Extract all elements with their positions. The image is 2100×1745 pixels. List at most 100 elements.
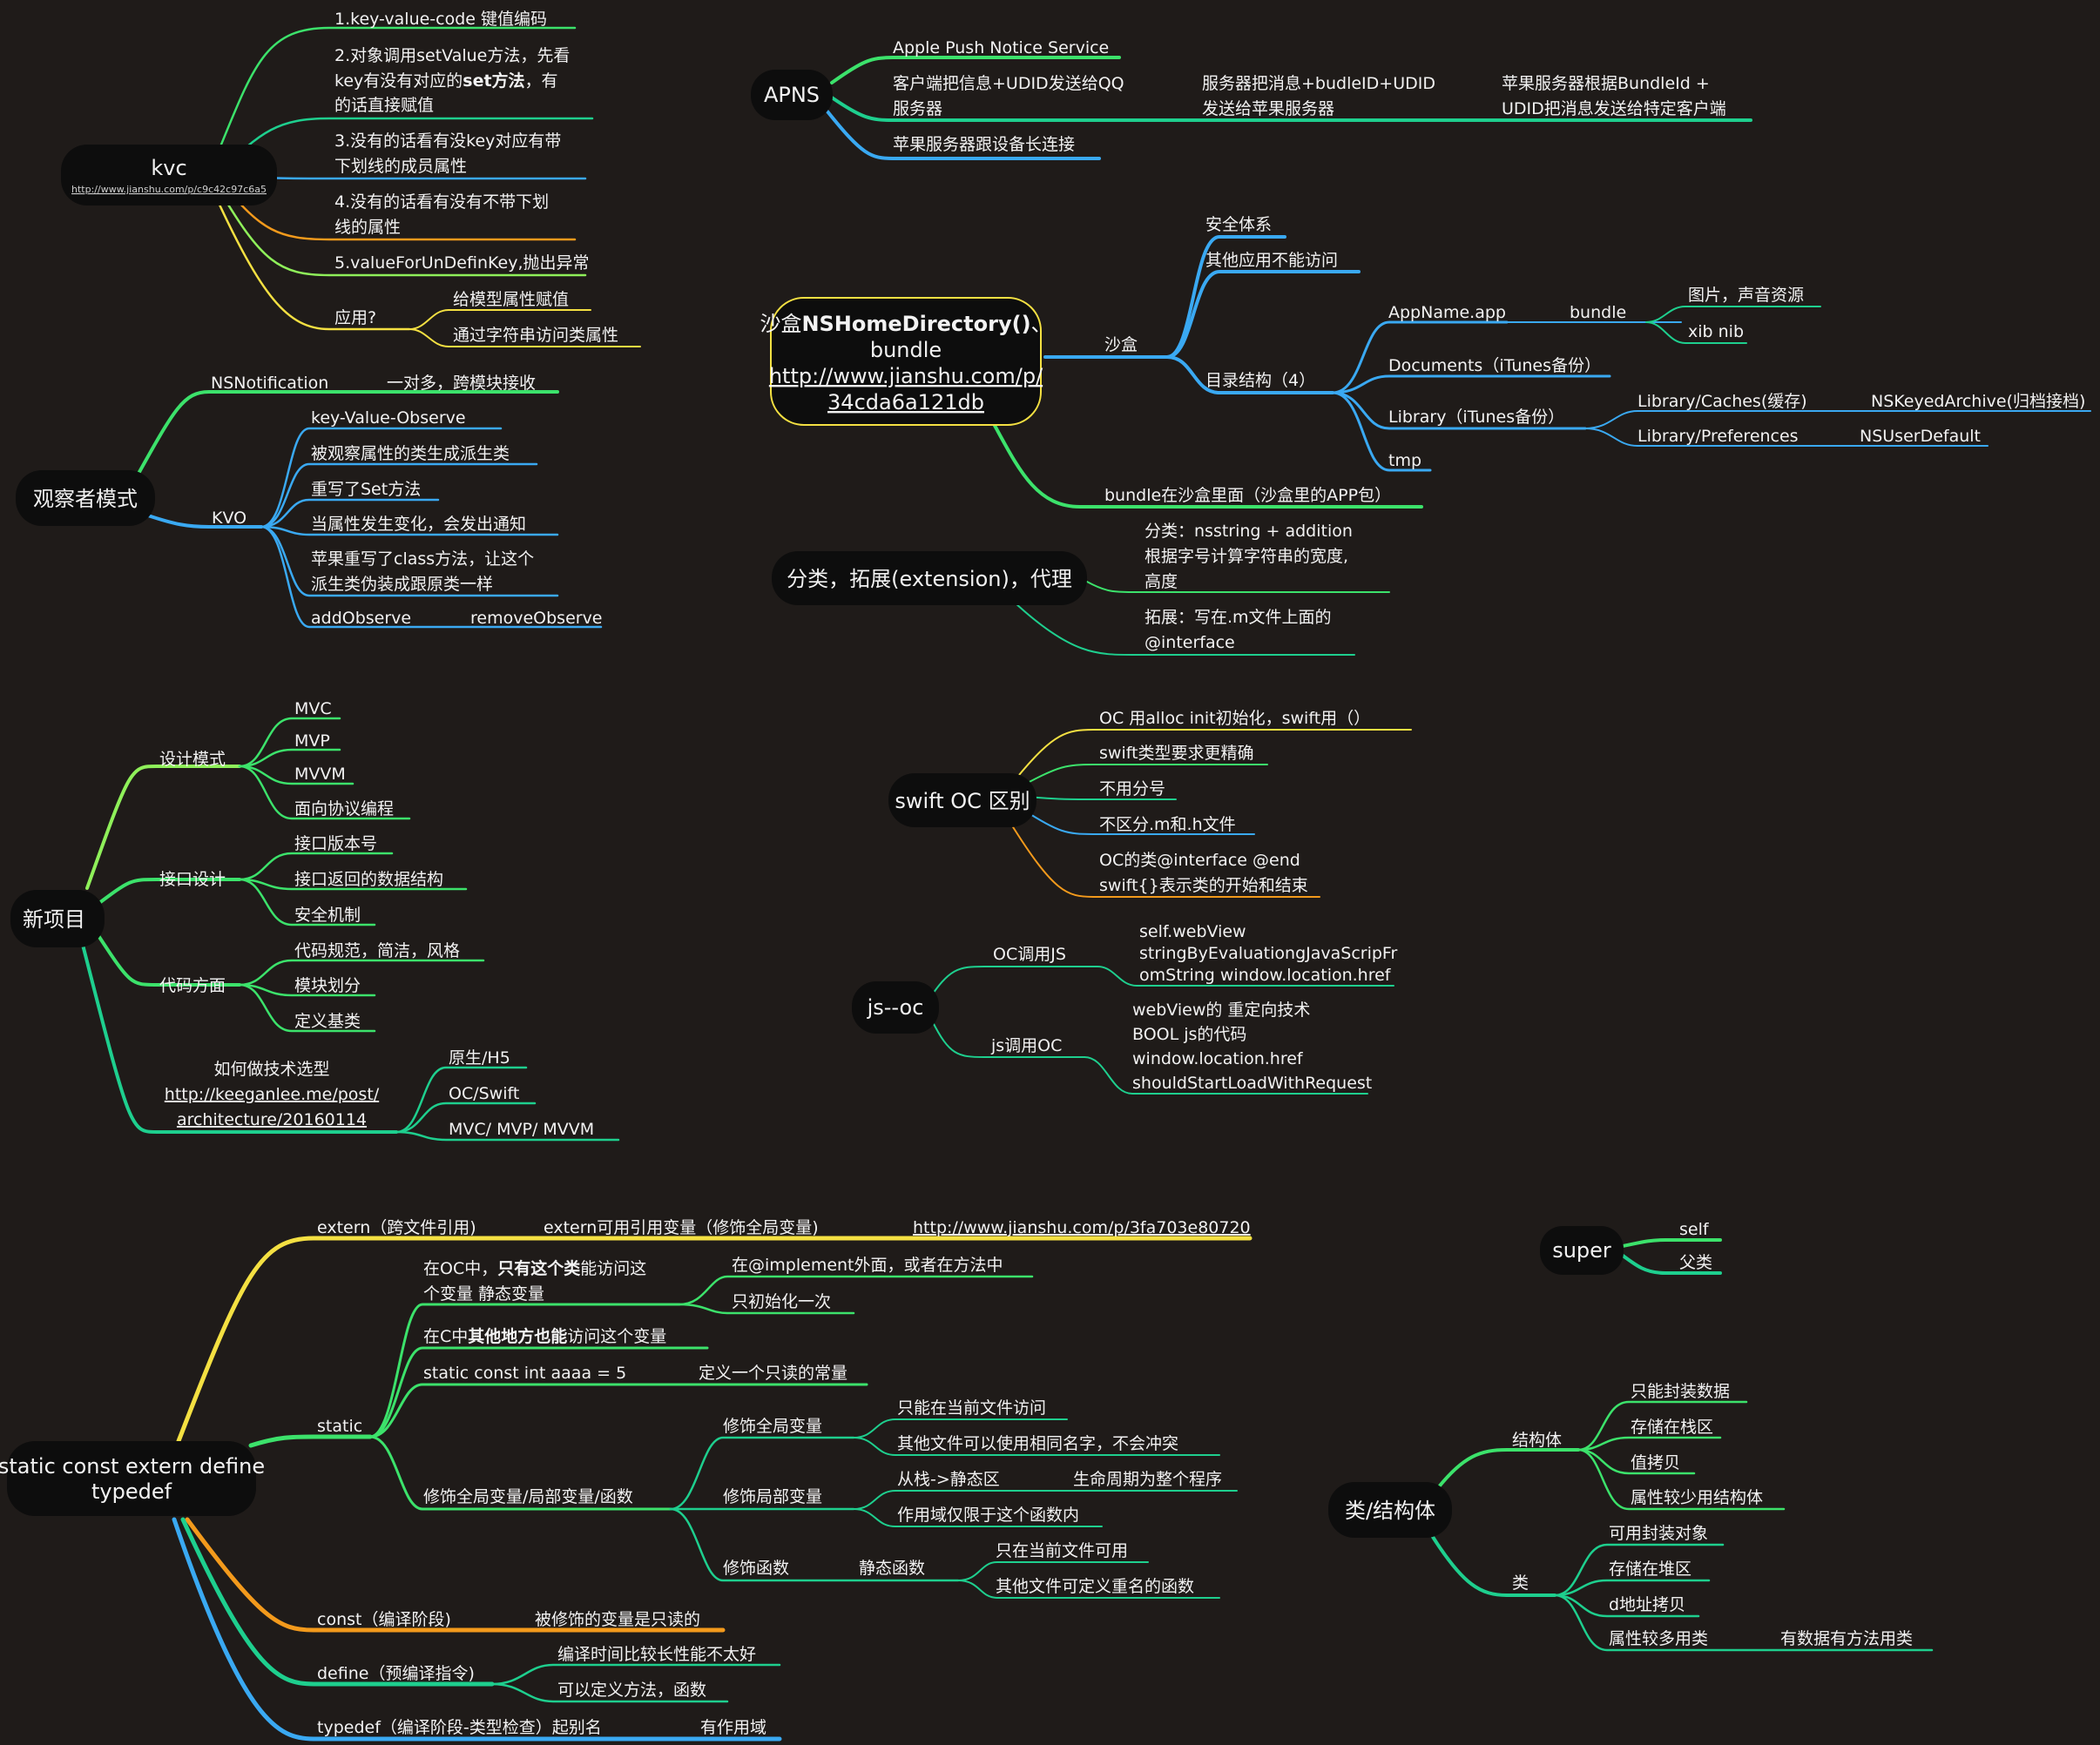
np-design-mvvm: MVVM: [294, 765, 346, 784]
apns-branch: [826, 56, 1752, 160]
kvc-item-6-child-2: 通过字符串访问类属性: [453, 326, 618, 345]
cs-struct-4: 属性较少用结构体: [1631, 1488, 1763, 1507]
sandbox-root[interactable]: 沙盒NSHomeDirectory()、 bundle http://www.j…: [760, 297, 1052, 426]
cs-edge-struct: [1435, 1448, 1580, 1491]
sb-security: 安全体系: [1205, 215, 1272, 234]
swiftoc-edge-4: [1023, 809, 1255, 835]
np-design-edge-4: [238, 765, 411, 820]
jsoc-jsoc-label: js调用OC: [990, 1036, 1062, 1055]
apns-root[interactable]: APNS: [751, 70, 833, 120]
category-items: 分类：nsstring + addition 根据字号计算字符串的宽度, 高度 …: [1145, 522, 1353, 652]
np-code-edge-3: [238, 983, 376, 1033]
category-root[interactable]: 分类，拓展(extension)，代理: [772, 551, 1087, 605]
kvc-item-4-line2: 线的属性: [334, 218, 401, 237]
cat-category-line2: 根据字号计算字符串的宽度,: [1145, 547, 1348, 566]
kvc-root[interactable]: kvc http://www.jianshu.com/p/c9c42c97c6a…: [61, 145, 277, 205]
np-tech-link-1[interactable]: http://keeganlee.me/post/: [165, 1085, 380, 1104]
cs-class-2: 存储在堆区: [1609, 1560, 1691, 1579]
st-edge-typedef: [172, 1517, 782, 1742]
super-items: self 父类: [1679, 1220, 1712, 1272]
cs-class-4: 属性较多用类: [1609, 1629, 1708, 1648]
sb-edge-bundle-1: [1645, 306, 1821, 323]
jsoc-root-box: [852, 981, 939, 1034]
np-api-security: 安全机制: [294, 906, 361, 925]
cat-extension-line1: 拓展：写在.m文件上面的: [1145, 608, 1332, 627]
static-items: extern（跨文件引用) extern可用引用变量（修饰全局变量) http:…: [317, 1218, 1251, 1737]
super-root[interactable]: super: [1540, 1226, 1624, 1275]
st-edge-extern: [176, 1236, 1253, 1444]
cs-struct-2: 存储在栈区: [1631, 1418, 1713, 1437]
kvc-url[interactable]: http://www.jianshu.com/p/c9c42c97c6a5: [71, 184, 267, 195]
st-static-4: 修饰全局变量/局部变量/函数: [423, 1487, 633, 1506]
st-global: 修饰全局变量: [723, 1417, 822, 1436]
apns-item-4-line2: UDID把消息发送给特定客户端: [1502, 99, 1726, 118]
cs-struct-edge-1: [1577, 1400, 1748, 1452]
newproject-root[interactable]: 新项目: [10, 890, 105, 947]
cat-extension-line2: @interface: [1145, 633, 1235, 652]
kvo-edge-1: [260, 427, 503, 529]
sandbox-url-1[interactable]: http://www.jianshu.com/p/: [769, 364, 1043, 388]
np-design-label: 设计模式: [159, 750, 226, 769]
kvo-edge-4: [260, 525, 559, 536]
static-root-box: [7, 1441, 256, 1516]
kvc-item-1: 1.key-value-code 键值编码: [334, 10, 547, 29]
sb-bundle-images: 图片，声音资源: [1688, 286, 1804, 305]
st-local-1-child: 生命周期为整个程序: [1073, 1470, 1222, 1489]
cs-struct-1: 只能封装数据: [1631, 1382, 1730, 1401]
cs-class-edge-4: [1553, 1593, 1934, 1652]
apns-item-2-line1: 客户端把信息+UDID发送给QQ: [893, 74, 1124, 93]
st-func-2: 其他文件可定义重名的函数: [996, 1577, 1194, 1596]
sb-edge-access: [1165, 270, 1361, 359]
kvo-item-1: key-Value-Observe: [311, 408, 466, 428]
sb-branch-label: 沙盒: [1104, 335, 1138, 354]
sb-library: Library（iTunes备份）: [1388, 408, 1564, 427]
sandbox-url-2[interactable]: 34cda6a121db: [827, 390, 984, 414]
st-define-1: 编译时间比较长性能不太好: [557, 1645, 756, 1664]
cs-class-1: 可用封装对象: [1609, 1524, 1708, 1543]
sb-appname: AppName.app: [1388, 303, 1506, 322]
cs-edge-class: [1431, 1535, 1556, 1597]
st-local: 修饰局部变量: [723, 1487, 822, 1506]
np-code-edge-1: [238, 959, 485, 987]
classstruct-root[interactable]: 类/结构体: [1328, 1482, 1452, 1538]
st-local-2: 作用域仅限于这个函数内: [897, 1506, 1079, 1525]
swiftoc-edge-1: [1018, 729, 1412, 776]
swiftoc-root-box: [888, 773, 1036, 827]
st-global-1: 只能在当前文件访问: [897, 1398, 1046, 1418]
jsoc-jsoc-line4: shouldStartLoadWithRequest: [1132, 1074, 1372, 1093]
kvo-item-3: 重写了Set方法: [311, 480, 421, 499]
newproject-items: 设计模式 MVC MVP MVVM 面向协议编程 接口设计 接口版本号 接口返回…: [159, 699, 594, 1139]
sb-edge-bundlein: [991, 421, 1423, 509]
sb-edge-appname: [1331, 320, 1509, 394]
jsoc-title: js--oc: [867, 995, 924, 1020]
st-static-1-child-1: 在@implement外面，或者在方法中: [732, 1256, 1003, 1275]
static-title-line1: static const extern define: [0, 1454, 265, 1479]
swiftoc-edge-3: [1027, 796, 1177, 800]
st-static-1-line2: 个变量 静态变量: [423, 1284, 544, 1304]
sb-bundle-in: bundle在沙盒里面（沙盒里的APP包）: [1104, 486, 1391, 505]
static-root[interactable]: static const extern define typedef: [0, 1441, 265, 1516]
super-self: self: [1679, 1220, 1710, 1239]
swiftoc-item-1: OC 用alloc init初始化，swift用（）: [1099, 709, 1370, 728]
np-design-protocol: 面向协议编程: [294, 799, 394, 819]
classstruct-items: 结构体 只能封装数据 存储在栈区 值拷贝 属性较少用结构体 类 可用封装对象 存…: [1512, 1382, 1913, 1648]
st-static-1-child-2: 只初始化一次: [732, 1292, 831, 1311]
kvo-add-observe: addObserve: [311, 609, 411, 628]
swiftoc-item-4: 不区分.m和.h文件: [1099, 815, 1236, 834]
cat-edge-1: [1086, 581, 1390, 593]
observer-root[interactable]: 观察者模式: [16, 470, 155, 526]
swiftoc-root[interactable]: swift OC 区别: [888, 773, 1036, 827]
observer-edge-kvo: [146, 514, 263, 529]
np-tech-link-2[interactable]: architecture/20160114: [177, 1110, 367, 1129]
np-design-mvp: MVP: [294, 731, 330, 751]
category-branch: [1014, 581, 1390, 656]
apns-items: Apple Push Notice Service 客户端把信息+UDID发送给…: [893, 38, 1726, 154]
st-extern-url[interactable]: http://www.jianshu.com/p/3fa703e80720: [913, 1218, 1251, 1237]
nsnotification-label: NSNotification: [211, 374, 328, 393]
sb-tmp: tmp: [1388, 451, 1421, 470]
sb-documents: Documents（iTunes备份）: [1388, 356, 1601, 375]
st-static-3-child: 定义一个只读的常量: [699, 1364, 847, 1383]
jsoc-root[interactable]: js--oc: [852, 981, 939, 1034]
jsoc-jsoc-line2: BOOL js的代码: [1132, 1025, 1246, 1044]
